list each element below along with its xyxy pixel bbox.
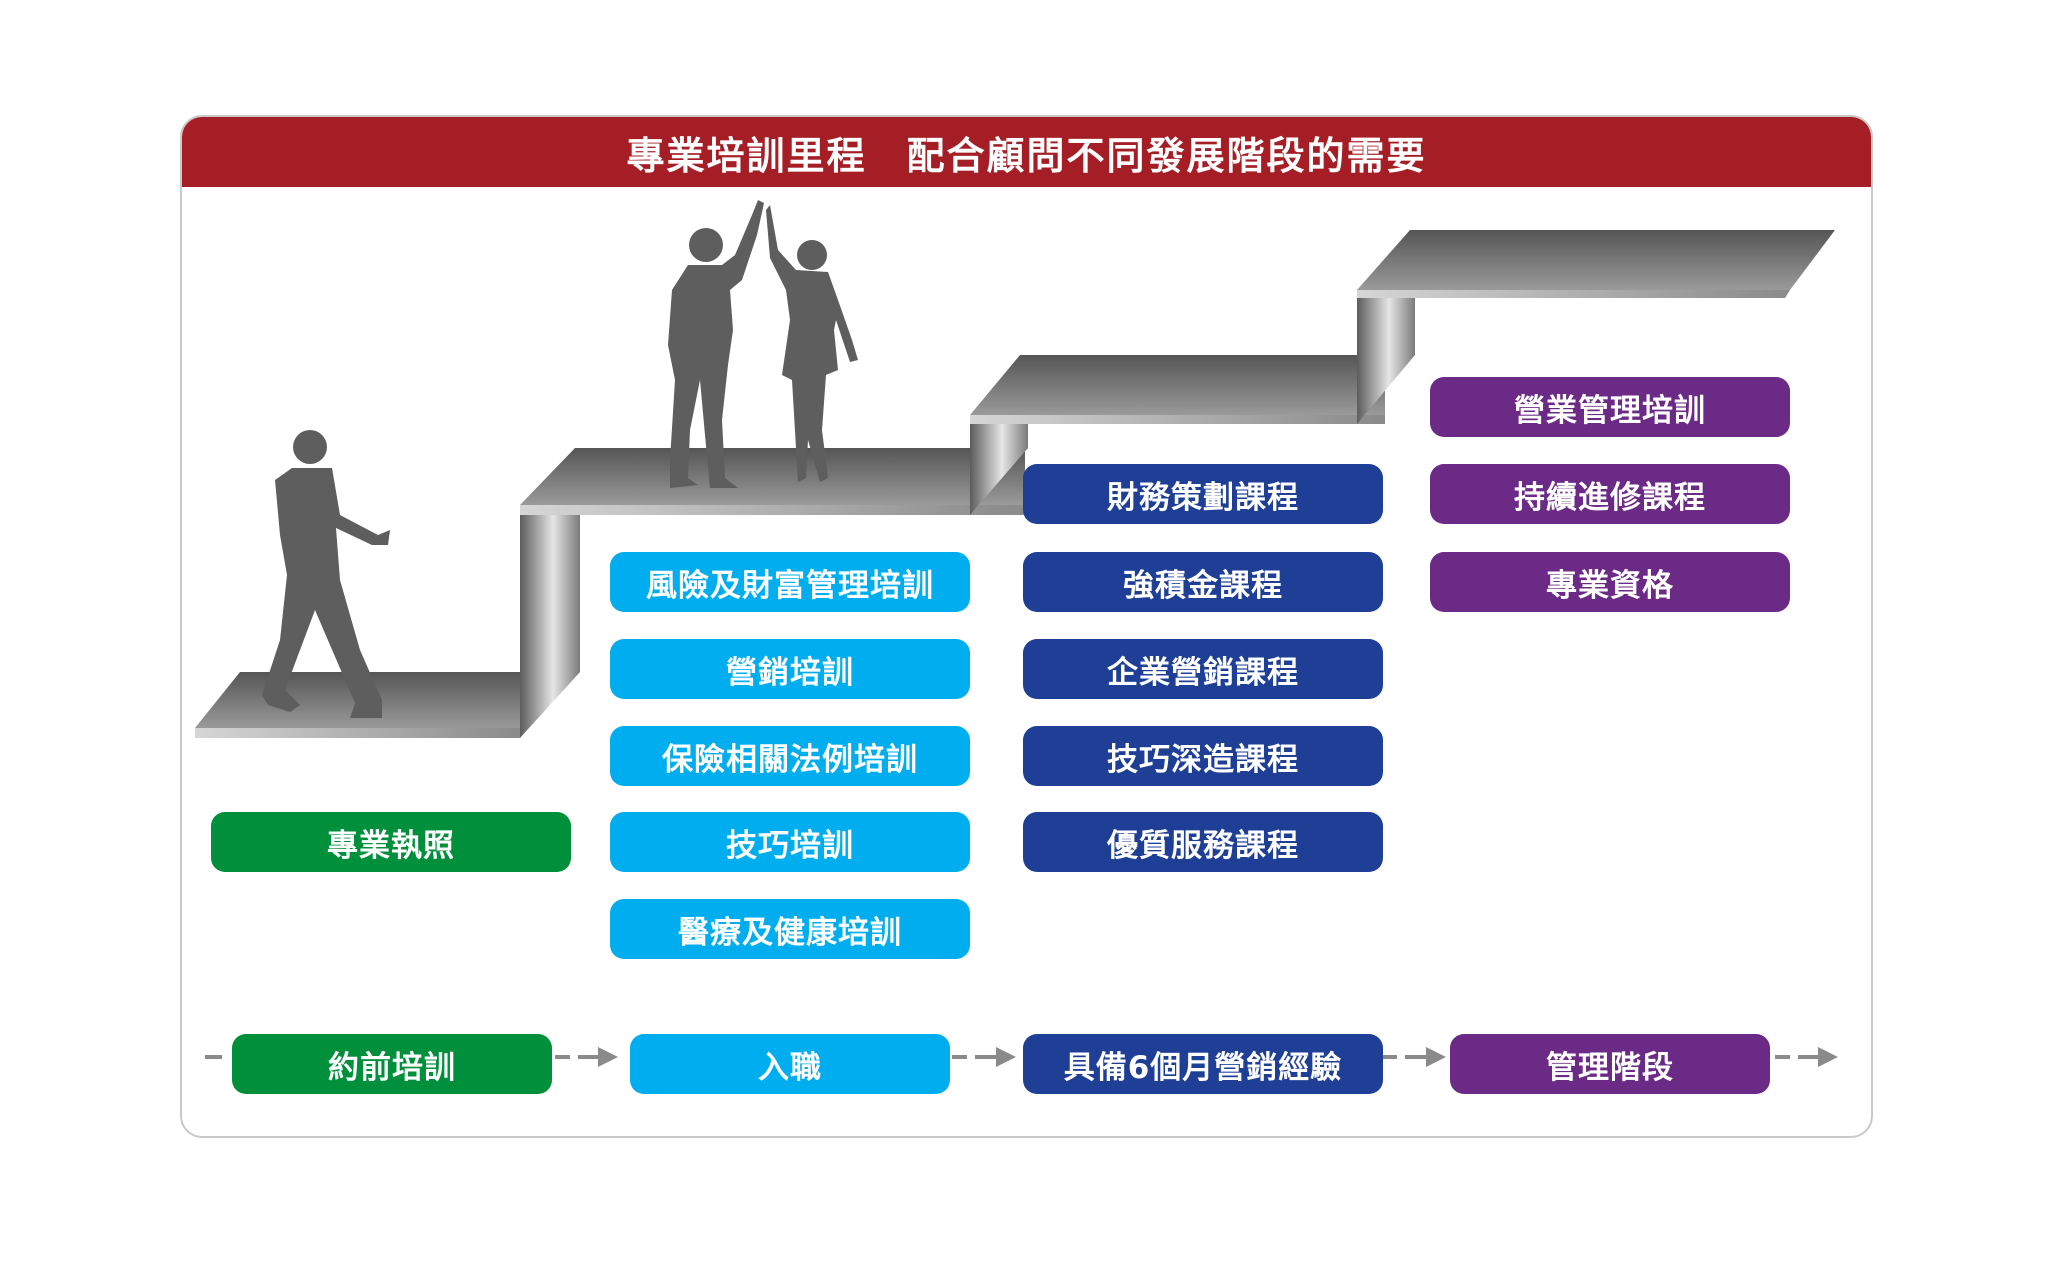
course-pill: 優質服務課程 bbox=[1023, 812, 1383, 872]
course-pill: 營業管理培訓 bbox=[1430, 377, 1790, 437]
course-pill: 企業營銷課程 bbox=[1023, 639, 1383, 699]
course-pill: 營銷培訓 bbox=[610, 639, 970, 699]
course-pill: 持續進修課程 bbox=[1430, 464, 1790, 524]
course-pill: 醫療及健康培訓 bbox=[610, 899, 970, 959]
course-pill: 財務策劃課程 bbox=[1023, 464, 1383, 524]
high-five-couple-silhouette-icon bbox=[668, 200, 858, 488]
course-pill: 專業資格 bbox=[1430, 552, 1790, 612]
stage-label-six-months: 具備6個月營銷經驗 bbox=[1023, 1034, 1383, 1094]
stage-label-pre-contract: 約前培訓 bbox=[232, 1034, 552, 1094]
stage-label-management: 管理階段 bbox=[1450, 1034, 1770, 1094]
course-pill: 專業執照 bbox=[211, 812, 571, 872]
dashed-arrow-icon bbox=[205, 1047, 1838, 1067]
course-pill: 技巧深造課程 bbox=[1023, 726, 1383, 786]
walking-man-silhouette-icon bbox=[262, 430, 390, 718]
diagram-title: 專業培訓里程 配合顧問不同發展階段的需要 bbox=[182, 117, 1871, 187]
course-pill: 技巧培訓 bbox=[610, 812, 970, 872]
course-pill: 強積金課程 bbox=[1023, 552, 1383, 612]
course-pill: 風險及財富管理培訓 bbox=[610, 552, 970, 612]
stage-label-onboarding: 入職 bbox=[630, 1034, 950, 1094]
course-pill: 保險相關法例培訓 bbox=[610, 726, 970, 786]
